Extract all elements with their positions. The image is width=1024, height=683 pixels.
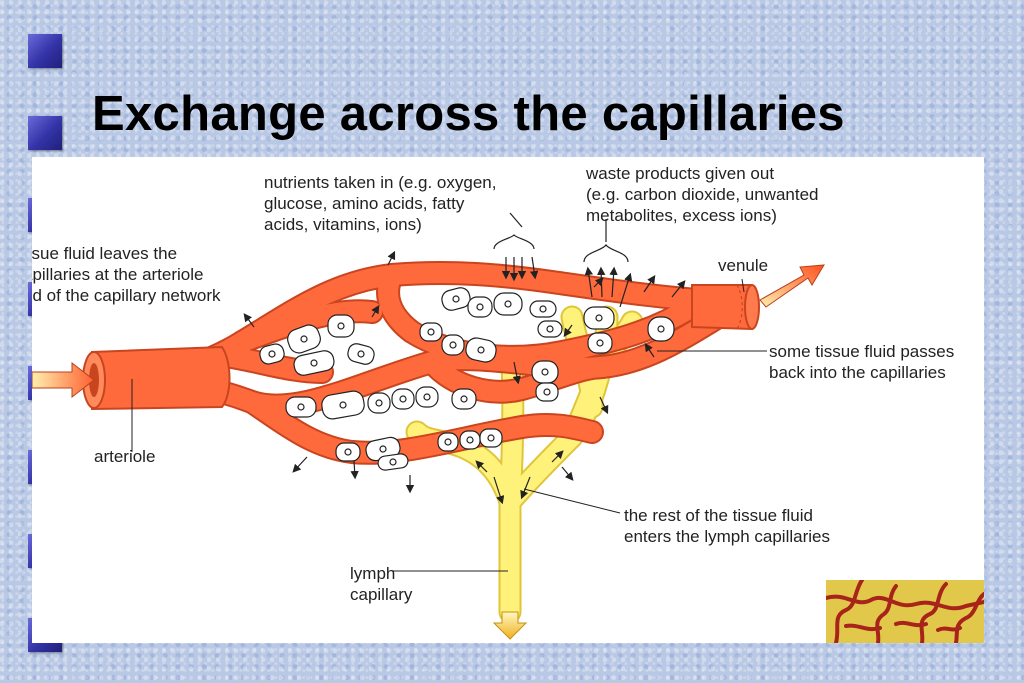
diagram-panel: ssue fluid leaves the apillaries at the … xyxy=(32,157,984,643)
bullet-square-2 xyxy=(28,116,62,150)
lymph-out-arrow-icon xyxy=(492,611,528,640)
arteriole-label: arteriole xyxy=(94,447,156,466)
fluid-flow-arrows xyxy=(243,250,686,505)
arteriole-tube xyxy=(82,345,231,411)
capillary-network-diagram xyxy=(32,212,825,640)
lymph-capillary-label: lymph capillary xyxy=(350,564,413,604)
lymph-entry-label: the rest of the tissue fluid enters the … xyxy=(624,506,830,546)
nutrients-label: nutrients taken in (e.g. oxygen, glucose… xyxy=(264,173,497,234)
venule-label: venule xyxy=(718,256,769,275)
nutrient-bracket xyxy=(493,212,539,282)
venule-tube xyxy=(691,284,760,331)
tissue-cells xyxy=(259,287,675,471)
blood-in-arrow-icon xyxy=(32,361,95,399)
tissue-fluid-leaves-label: ssue fluid leaves the apillaries at the … xyxy=(32,244,221,305)
bullet-square-1 xyxy=(28,34,62,68)
waste-products-label: waste products given out (e.g. carbon di… xyxy=(586,164,819,225)
slide-title: Exchange across the capillaries xyxy=(92,87,845,141)
waste-bracket xyxy=(583,219,633,308)
blood-out-arrow-icon xyxy=(759,264,825,308)
tissue-fluid-returns-label: some tissue fluid passes back into the c… xyxy=(769,342,955,382)
leader-lines xyxy=(131,278,767,572)
capillary-network-photo xyxy=(826,580,984,643)
